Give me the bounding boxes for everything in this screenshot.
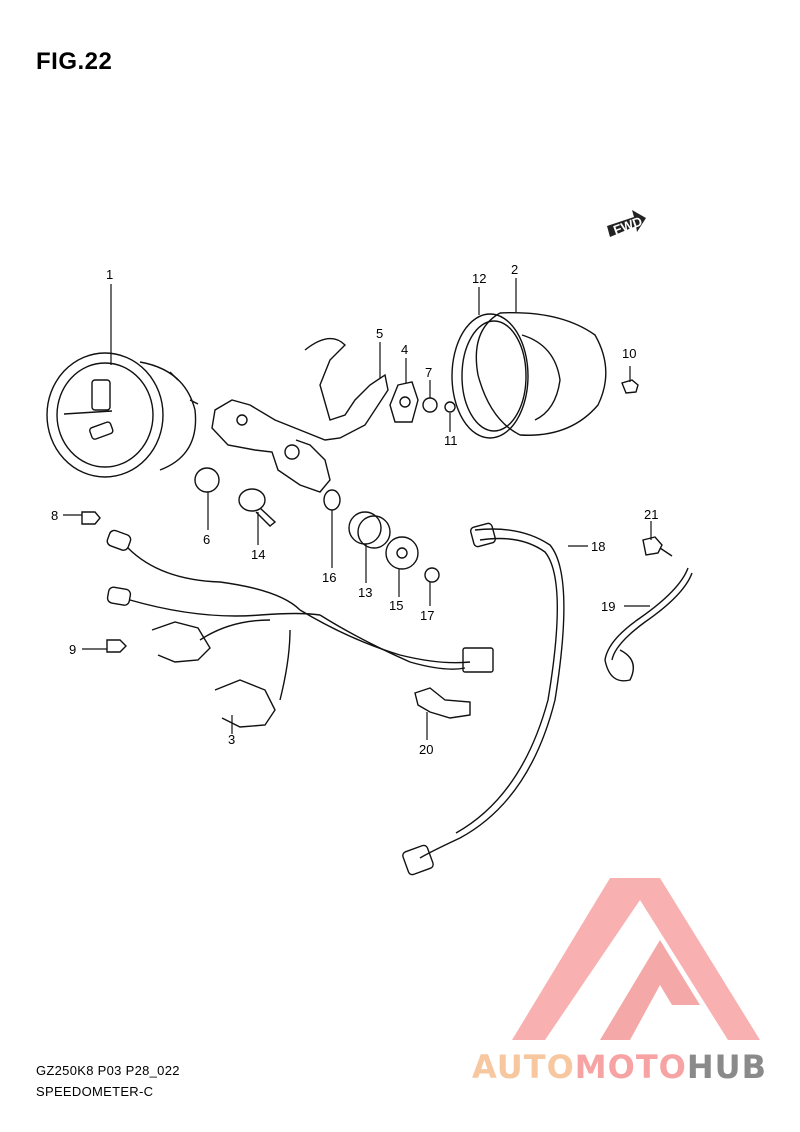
leader-lines <box>63 278 652 740</box>
bolt-21 <box>642 536 673 557</box>
washer-7 <box>422 397 438 413</box>
watermark-logo-icon <box>512 878 760 1040</box>
callout-3: 3 <box>228 732 235 747</box>
callout-17: 17 <box>420 608 434 623</box>
nut-11 <box>444 401 456 413</box>
fwd-badge-label: FWD <box>611 213 644 237</box>
fwd-arrow-icon: FWD <box>607 210 646 238</box>
callout-18: 18 <box>591 539 605 554</box>
watermark-part-auto: AUTO <box>472 1048 575 1086</box>
meter-case <box>475 311 607 436</box>
bolt-14 <box>238 488 277 527</box>
callout-20: 20 <box>419 742 433 757</box>
grommet-6 <box>194 467 220 493</box>
figure-title: FIG.22 <box>36 48 113 75</box>
callout-15: 15 <box>389 598 403 613</box>
callout-14: 14 <box>251 547 265 562</box>
speedometer-gauge <box>46 352 199 478</box>
clamp-20 <box>414 687 471 719</box>
callout-7: 7 <box>425 365 432 380</box>
bulb-9 <box>106 639 127 653</box>
callout-8: 8 <box>51 508 58 523</box>
wiring-harness <box>106 529 494 728</box>
callout-9: 9 <box>69 642 76 657</box>
watermark-part-moto: MOTO <box>574 1048 687 1086</box>
washer-15 <box>385 536 419 570</box>
callout-21: 21 <box>644 507 658 522</box>
footer-section: SPEEDOMETER-C <box>36 1084 154 1099</box>
bulb-8 <box>81 511 101 525</box>
callout-19: 19 <box>601 599 615 614</box>
callout-11: 11 <box>444 433 458 448</box>
cushion-13 <box>348 511 391 549</box>
nut-17 <box>424 567 440 583</box>
callout-4: 4 <box>401 342 408 357</box>
bulb-16 <box>323 489 341 511</box>
trim-ring <box>451 313 529 439</box>
speedometer-cable <box>402 522 565 876</box>
watermark-part-hub: HUB <box>686 1048 768 1086</box>
callout-1: 1 <box>106 267 113 282</box>
spring-clip-19 <box>604 567 693 682</box>
lamp-socket-plate <box>389 381 419 423</box>
footer-code: GZ250K8 P03 P28_022 <box>36 1063 180 1078</box>
callout-2: 2 <box>511 262 518 277</box>
callout-13: 13 <box>358 585 372 600</box>
callout-16: 16 <box>322 570 336 585</box>
meter-bracket <box>211 337 389 493</box>
callout-5: 5 <box>376 326 383 341</box>
callout-labels: 1 2 3 4 5 6 7 8 9 10 11 12 13 14 15 16 1… <box>51 262 658 757</box>
callout-12: 12 <box>472 271 486 286</box>
callout-10: 10 <box>622 346 636 361</box>
callout-6: 6 <box>203 532 210 547</box>
watermark-brand: AUTOMOTOHUB <box>472 1048 767 1086</box>
